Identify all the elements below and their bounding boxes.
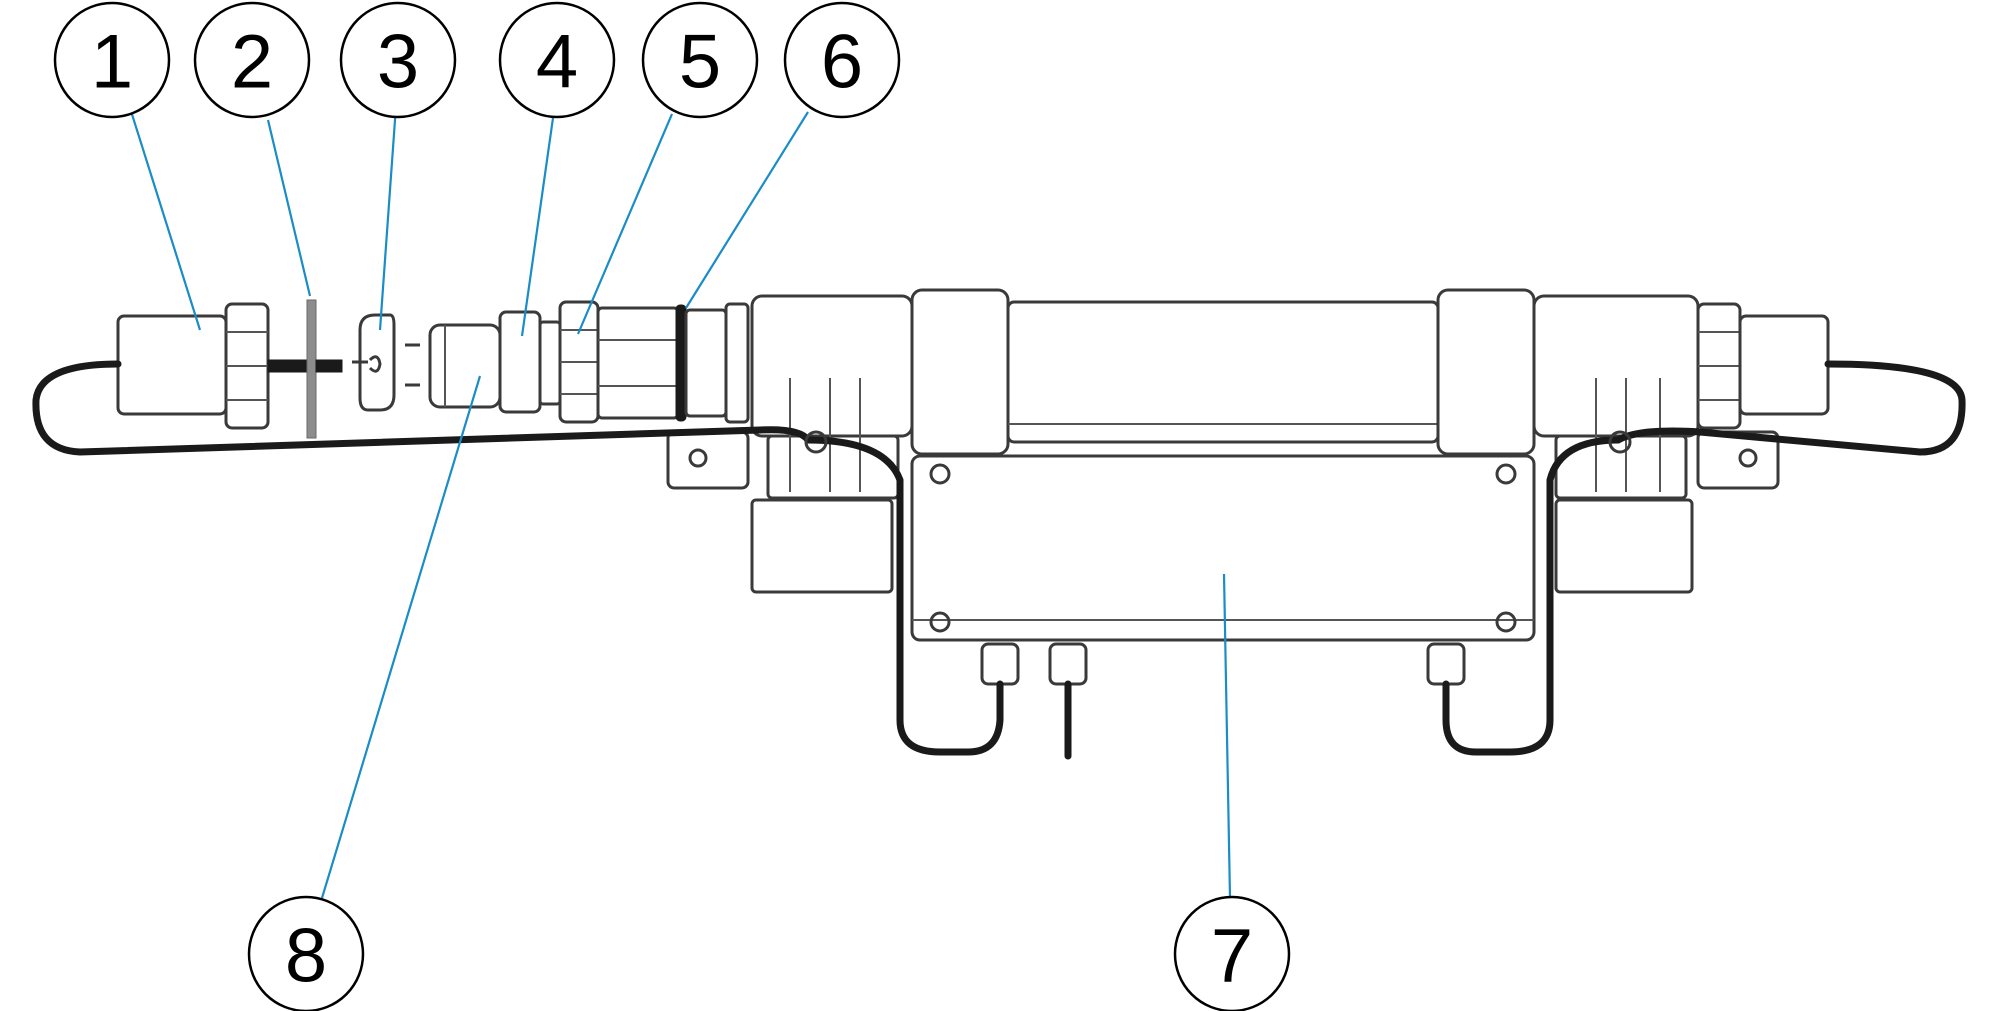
part-8-lamp — [428, 323, 502, 409]
part-2-washer — [306, 299, 343, 439]
callout-1-label: 1 — [91, 20, 133, 105]
leader-line-8 — [320, 375, 482, 899]
callout-6-label: 6 — [821, 20, 863, 105]
callout-4-label: 4 — [536, 20, 578, 105]
leader-line-3 — [378, 105, 398, 331]
part-5-nut — [558, 300, 680, 424]
callout-1: 1 — [53, 1, 171, 119]
part-1-end-cap — [116, 302, 313, 430]
part-7-control-box — [910, 454, 1536, 760]
leader-lines — [128, 105, 1232, 899]
callout-3-label: 3 — [377, 20, 419, 105]
leader-line-4 — [520, 117, 555, 337]
leader-line-6 — [685, 111, 809, 309]
power-cables — [32, 360, 1966, 756]
callout-7: 7 — [1173, 895, 1291, 1011]
callout-8-label: 8 — [285, 914, 327, 999]
callout-8: 8 — [247, 895, 365, 1011]
cable-clamps — [804, 430, 1632, 454]
callout-2: 2 — [193, 1, 311, 119]
part-4-collar — [498, 310, 562, 414]
main-housing — [666, 288, 1830, 594]
callout-5: 5 — [641, 1, 759, 119]
part-6-o-ring — [675, 302, 750, 424]
callout-2-label: 2 — [231, 20, 273, 105]
part-3-clip — [352, 313, 420, 412]
leader-line-5 — [576, 113, 674, 335]
leader-line-7 — [1222, 573, 1232, 899]
callout-5-label: 5 — [679, 20, 721, 105]
leader-line-2 — [266, 119, 312, 297]
callout-3: 3 — [339, 1, 457, 119]
leader-line-1 — [128, 107, 202, 331]
callout-7-label: 7 — [1211, 914, 1253, 999]
callout-6: 6 — [783, 1, 901, 119]
callout-4: 4 — [498, 1, 616, 119]
